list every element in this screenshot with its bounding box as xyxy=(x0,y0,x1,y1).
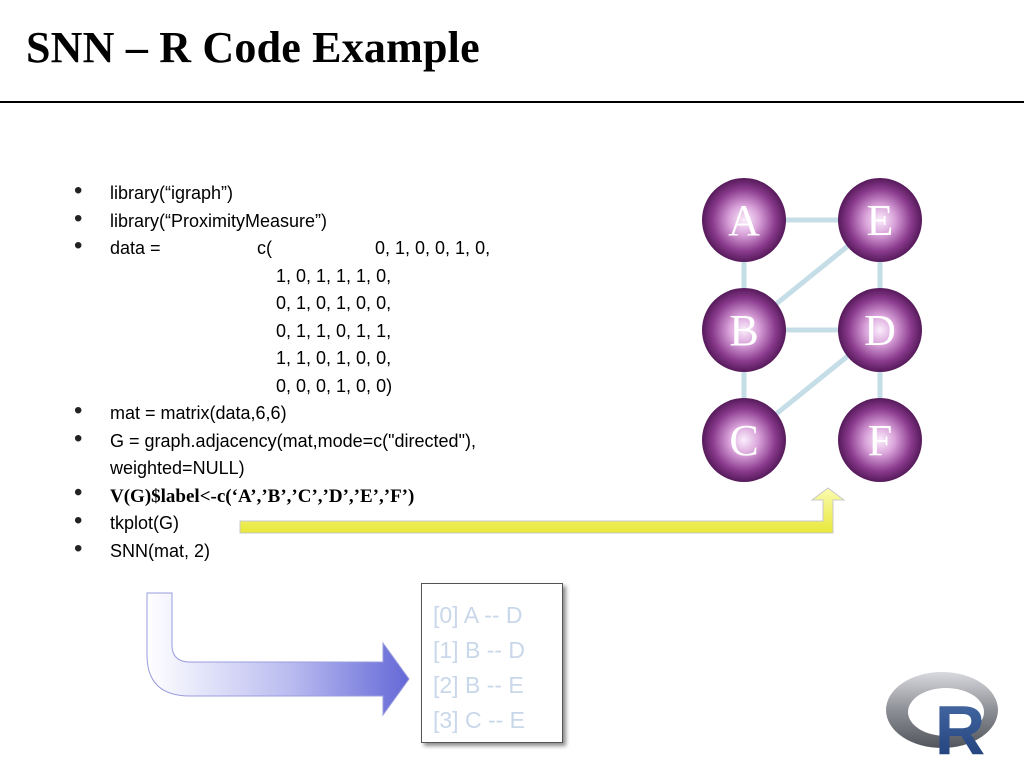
bullet-snn: SNN(mat, 2) xyxy=(72,535,490,566)
data-label: data = xyxy=(110,238,161,258)
graph-node-b: B xyxy=(702,288,786,372)
svg-text:C: C xyxy=(729,416,758,465)
bullet-graph-adjacency: G = graph.adjacency(mat,mode=c("directed… xyxy=(72,425,490,483)
output-line: [1] B -- D xyxy=(433,637,526,663)
data-row-1: 1, 0, 1, 1, 1, 0, xyxy=(276,265,392,286)
graph-node-f: F xyxy=(838,398,922,482)
bullet-library-igraph: library(“igraph”) xyxy=(72,177,490,208)
data-row-5: 0, 0, 0, 1, 0, 0) xyxy=(276,375,393,396)
bullet-text: library(“igraph”) xyxy=(110,183,234,203)
svg-text:D: D xyxy=(864,306,896,355)
bullet-tkplot: tkplot(G) xyxy=(72,507,490,538)
bullet-text: mat = matrix(data,6,6) xyxy=(110,403,287,423)
data-row-0: 0, 1, 0, 0, 1, 0, xyxy=(375,238,491,258)
slide-title: SNN – R Code Example xyxy=(26,23,480,72)
bullet-vertex-labels: V(G)$label<-c(‘A’,’B’,’C’,’D’,’E’,’F’) xyxy=(72,480,490,511)
title-divider xyxy=(0,101,1024,103)
svg-text:E: E xyxy=(867,196,894,245)
graph-node-a: A xyxy=(702,178,786,262)
graph-node-e: E xyxy=(838,178,922,262)
r-logo: R xyxy=(886,672,998,764)
bullet-data-vector: data = c( 0, 1, 0, 0, 1, 0, 1, 0, 1, 1, 1,… xyxy=(72,232,490,400)
r-logo-letter: R xyxy=(935,691,986,764)
blue-arrow xyxy=(146,592,410,717)
svg-text:F: F xyxy=(868,416,892,465)
svg-text:A: A xyxy=(728,196,760,245)
data-row-3: 0, 1, 1, 0, 1, 1, xyxy=(276,320,392,341)
output-line: [0] A -- D xyxy=(433,602,523,628)
output-line: [2] B -- E xyxy=(433,672,524,698)
bullet-text-line1: G = graph.adjacency(mat,mode=c("directed… xyxy=(110,430,476,451)
bullet-text: tkplot(G) xyxy=(110,513,180,533)
snn-output-box: [0] A -- D [1] B -- D [2] B -- E [3] C -… xyxy=(421,583,563,743)
bullet-text: SNN(mat, 2) xyxy=(110,540,211,561)
yellow-arrow xyxy=(239,487,846,534)
output-line: [3] C -- E xyxy=(433,707,526,733)
bullet-text: library(“ProximityMeasure”) xyxy=(110,210,328,231)
data-func: c( xyxy=(257,238,272,258)
data-row-4: 1, 1, 0, 1, 0, 0, xyxy=(276,348,392,368)
code-bullet-list: library(“igraph”) library(“ProximityMeas… xyxy=(72,177,490,566)
graph-node-d: D xyxy=(838,288,922,372)
bullet-text: V(G)$label<-c(‘A’,’B’,’C’,’D’,’E’,’F’) xyxy=(110,485,415,507)
data-row-2: 0, 1, 0, 1, 0, 0, xyxy=(276,293,392,313)
graph-node-c: C xyxy=(702,398,786,482)
svg-text:B: B xyxy=(729,306,758,355)
data-first-row: data = c( 0, 1, 0, 0, 1, 0, xyxy=(110,235,490,263)
bullet-text-line2: weighted=NULL) xyxy=(110,458,245,478)
bullet-matrix: mat = matrix(data,6,6) xyxy=(72,397,490,428)
snn-graph: A E B D C F xyxy=(702,178,922,482)
bullet-library-proximity: library(“ProximityMeasure”) xyxy=(72,205,490,236)
